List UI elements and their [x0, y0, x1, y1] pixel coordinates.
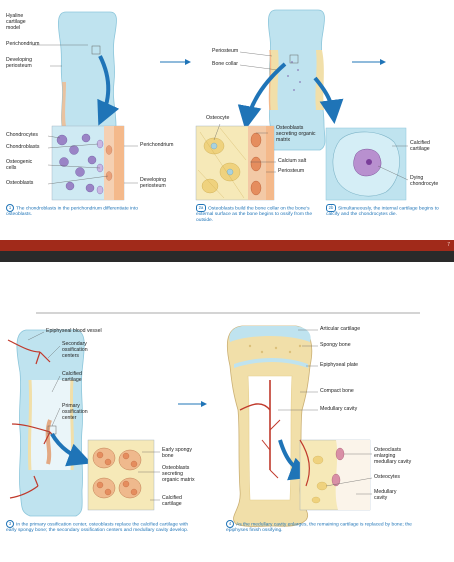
label-epiphyseal-plate: Epiphyseal plate: [320, 362, 359, 368]
stage1-detail: [51, 125, 125, 201]
caption-4-number: 4: [226, 520, 234, 528]
label-osteoclasts: Osteoclasts enlarging medullary cavity: [374, 447, 412, 465]
label-dying-chondrocyte: Dying chondrocyte: [410, 175, 439, 187]
label-perichondrium-detail: Perichondrium: [140, 142, 174, 148]
stage3-detail-leaders: [138, 451, 160, 501]
label-calcium-salt: Calcium salt: [278, 158, 307, 164]
label-periosteum-detail: Periosteum: [278, 168, 305, 174]
label-hyaline-cartilage: Hyaline cartilage model: [6, 13, 26, 31]
label-osteocyte: Osteocyte: [206, 115, 230, 121]
label-developing-periosteum: Developing periosteum: [6, 57, 32, 69]
page-number: 7: [447, 242, 450, 248]
stage2b-leaders: [377, 145, 409, 181]
label-perichondrium: Perichondrium: [6, 41, 40, 47]
stage2a-detail: [195, 125, 275, 201]
label-calcified-cartilage: Calcified cartilage: [410, 140, 430, 152]
stage3-leaders: [27, 331, 61, 427]
label-early-spongy-bone: Early spongy bone: [162, 447, 192, 459]
label-developing-periosteum-detail: Developing periosteum: [140, 177, 166, 189]
label-secondary-centers: Secondary ossification centers: [62, 341, 88, 359]
label-calcified-cartilage-3: Calcified cartilage: [62, 371, 82, 383]
stage2a-leaders: [213, 123, 276, 173]
long-bone-model: [226, 325, 313, 527]
bone-collar-model: [267, 9, 326, 151]
label-primary-center: Primary ossification center: [62, 403, 88, 421]
stage2-leaders: [239, 51, 279, 71]
stage4-detail-leaders: [325, 453, 373, 495]
label-spongy-bone: Spongy bone: [320, 342, 351, 348]
label-osteoblasts-secreting: Osteoblasts secreting organic matrix: [276, 125, 316, 143]
label-epiphyseal-vessel: Epiphyseal blood vessel: [46, 328, 102, 334]
label-articular-cartilage: Articular cartilage: [320, 326, 361, 332]
stage2b-detail: [325, 127, 407, 201]
caption-2b-text: Simultaneously, the internal cartilage b…: [326, 206, 439, 217]
label-osteoblasts: Osteoblasts: [6, 180, 34, 186]
caption-4-text: As the medullary cavity enlarges, the re…: [226, 522, 412, 533]
label-osteocytes: Osteocytes: [374, 474, 400, 480]
stage4-detail: [299, 439, 371, 511]
caption-3-number: 3: [6, 520, 14, 528]
label-compact-bone: Compact bone: [320, 388, 354, 394]
caption-2b-number: 2b: [326, 204, 336, 212]
caption-2a-text: Osteoblasts build the bone collar on the…: [196, 206, 313, 223]
zoom-arrow-2b: [313, 76, 344, 124]
label-osteoblasts-secreting-3: Osteoblasts secreting organic matrix: [162, 465, 195, 483]
caption-2a-number: 2a: [196, 204, 206, 212]
label-osteogenic-cells: Osteogenic cells: [6, 159, 33, 171]
label-periosteum: Periosteum: [212, 48, 239, 54]
zoom-arrow-2a: [237, 62, 287, 130]
blood-vessels-3: [7, 339, 59, 499]
caption-1-text: The chondroblasts in the perichondrium d…: [6, 206, 138, 217]
caption-1-number: 1: [6, 204, 14, 212]
label-calcified-cartilage-3b: Calcified cartilage: [162, 495, 182, 507]
label-bone-collar: Bone collar: [212, 61, 238, 67]
chapter-band: 7: [0, 240, 454, 262]
stage1-detail-leaders: [47, 135, 138, 185]
zoom-arrow-1: [97, 55, 120, 126]
caption-3-text: In the primary ossification center, oste…: [6, 522, 189, 533]
stage4-leaders: [278, 329, 318, 411]
band-dark: [0, 251, 454, 262]
stage3-detail: [87, 439, 155, 511]
zoom-arrow-3: [50, 432, 92, 467]
band-red: [0, 240, 454, 251]
label-chondrocytes: Chondrocytes: [6, 132, 39, 138]
label-medullary-cavity: Medullary cavity: [320, 406, 358, 412]
label-medullary-cavity-detail: Medullary cavity: [374, 489, 397, 501]
label-chondroblasts: Chondroblasts: [6, 144, 40, 150]
